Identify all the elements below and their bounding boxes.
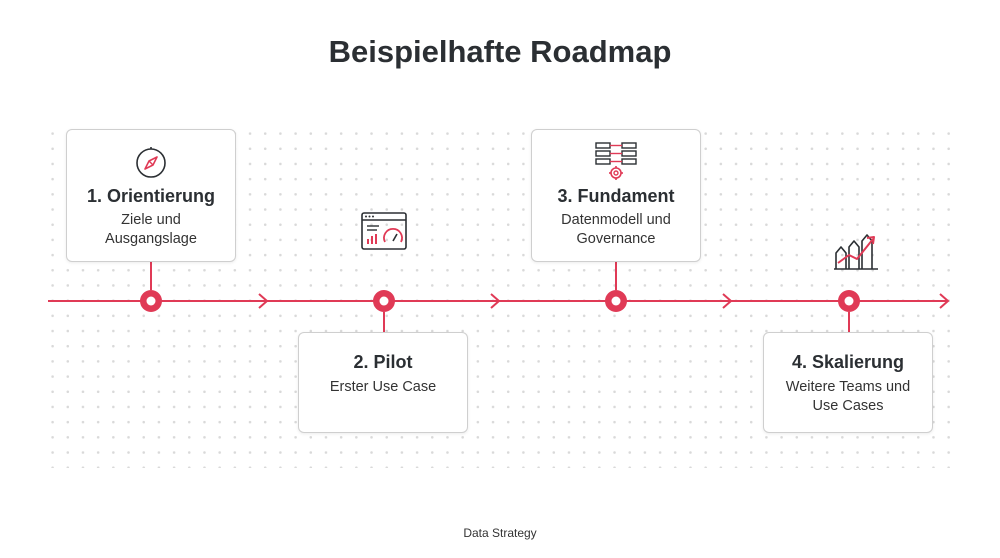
step-title: 1. Orientierung	[86, 186, 216, 206]
step-description: Datenmodell und Governance	[532, 211, 700, 249]
arrow-4	[939, 293, 950, 309]
step-title: 2. Pilot	[353, 352, 413, 372]
step-card-1: 1. Orientierung Ziele und Ausgangslage	[66, 129, 236, 262]
step-card-4: 4. Skalierung Weitere Teams und Use Case…	[763, 332, 933, 433]
timeline-node-2	[373, 290, 395, 312]
page-title: Beispielhafte Roadmap	[328, 34, 672, 69]
step-description-line: Governance	[576, 231, 656, 247]
step-title: 3. Fundament	[557, 186, 675, 206]
step-description-line: Erster Use Case	[329, 379, 437, 395]
timeline-node-1	[140, 290, 162, 312]
arrow-3	[722, 293, 733, 309]
dashboard-icon	[361, 212, 407, 250]
timeline-node-3	[605, 290, 627, 312]
step-description-line: Ziele und	[121, 212, 181, 228]
compass-icon	[136, 147, 166, 178]
step-description-line: Use Cases	[812, 398, 884, 414]
step-description-line: Weitere Teams und	[785, 379, 911, 395]
arrow-1	[258, 293, 269, 309]
step-card-3: 3. Fundament Datenmodell und Governance	[531, 129, 701, 262]
footer-label: Data Strategy	[463, 526, 537, 540]
growth-chart-icon	[834, 234, 878, 270]
step-description: Erster Use Case	[299, 378, 467, 397]
step-card-2: 2. Pilot Erster Use Case	[298, 332, 468, 433]
arrow-2	[490, 293, 501, 309]
step-title: 4. Skalierung	[791, 352, 905, 372]
step-description-line: Datenmodell und	[561, 212, 671, 228]
step-description: Ziele und Ausgangslage	[67, 211, 235, 249]
data-architecture-icon	[595, 142, 637, 180]
timeline-node-4	[838, 290, 860, 312]
step-description-line: Ausgangslage	[105, 231, 197, 247]
step-description: Weitere Teams und Use Cases	[764, 378, 932, 416]
